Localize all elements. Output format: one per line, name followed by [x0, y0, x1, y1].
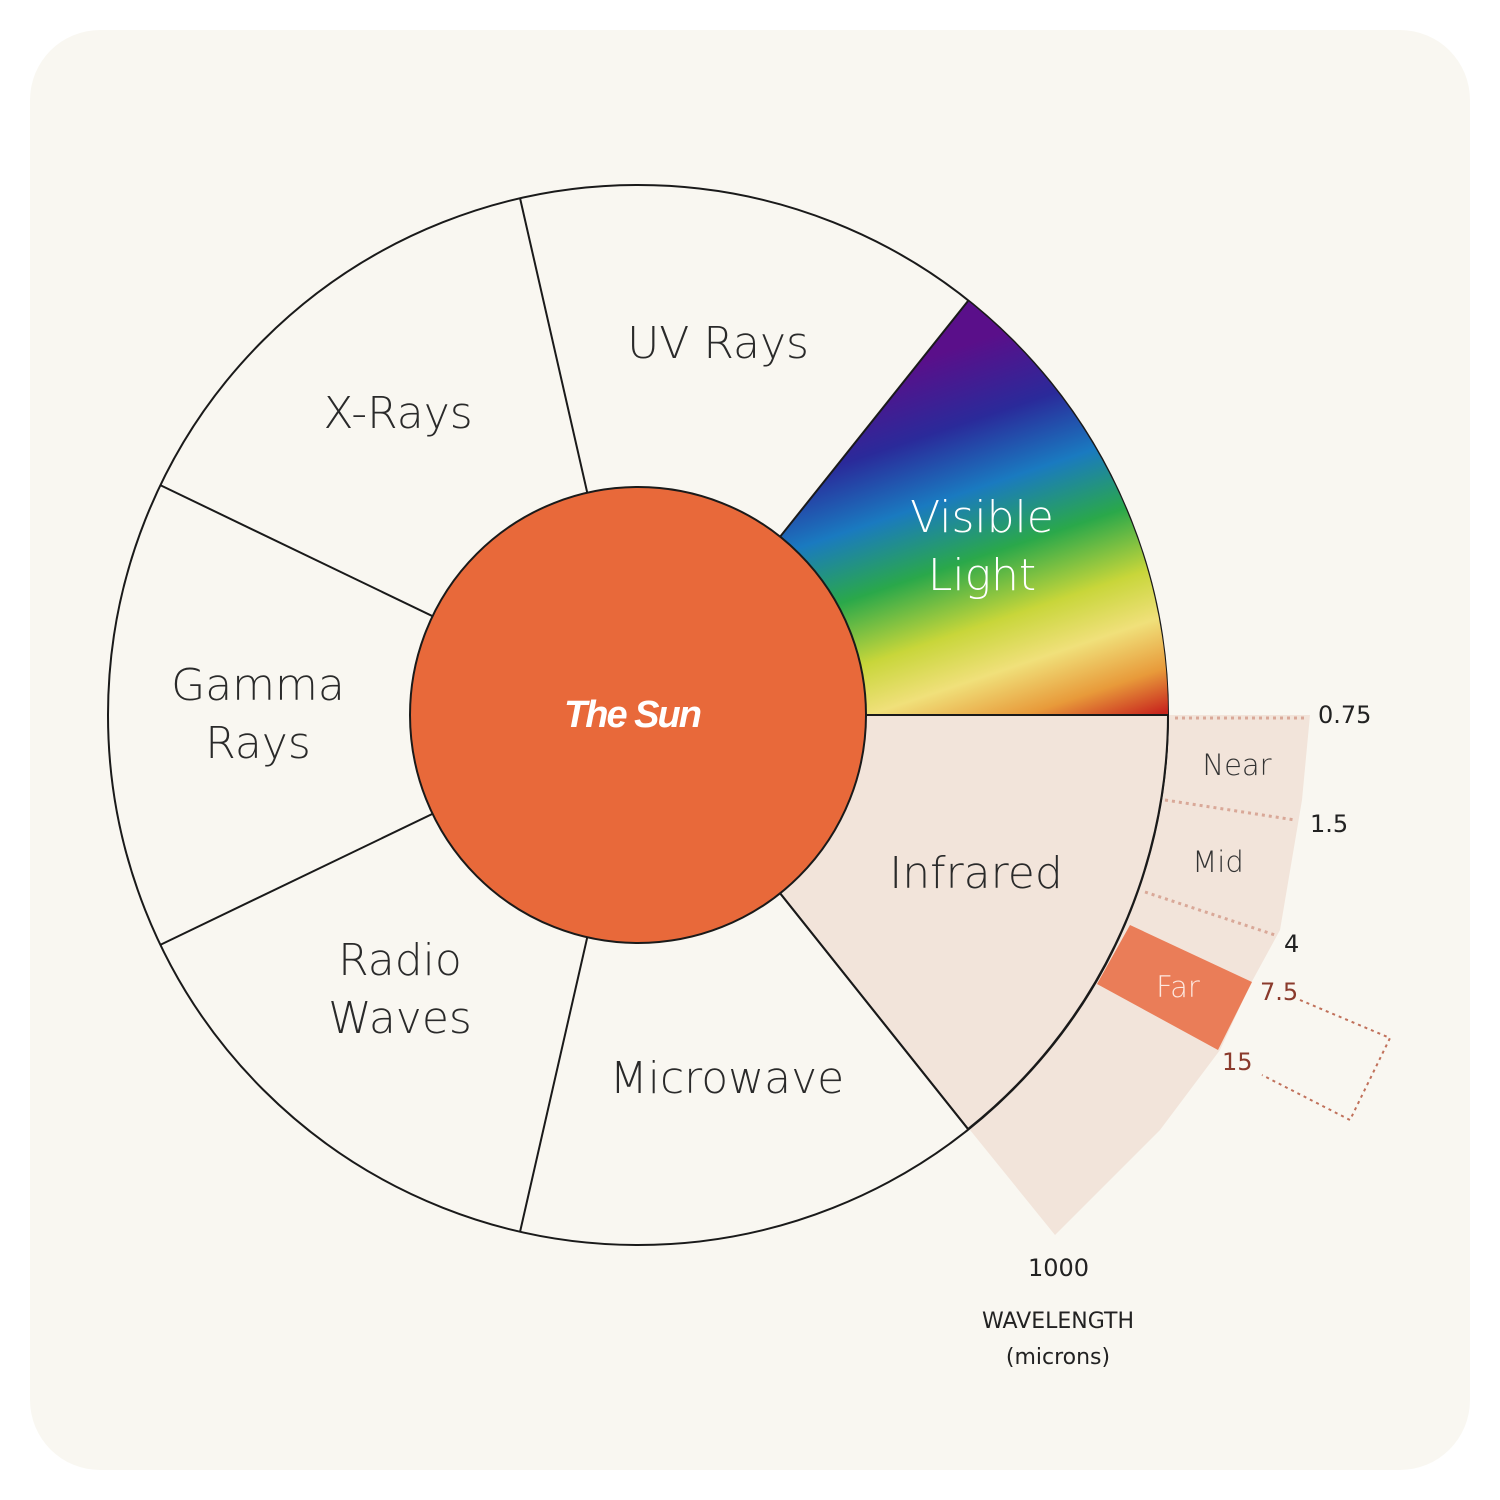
- tick-1000: 1000: [1028, 1254, 1089, 1282]
- label-infrared: Infrared: [889, 848, 1063, 899]
- far-band: [1097, 925, 1252, 1050]
- sun-label: The Sun: [564, 694, 701, 736]
- band-boundaries: [1144, 716, 1305, 937]
- tick-4: 4: [1284, 930, 1299, 958]
- label-uv-rays: UV Rays: [627, 318, 809, 369]
- sun-circle: [409, 486, 867, 944]
- band-near-label: Near: [1202, 748, 1271, 782]
- tick-1-5: 1.5: [1310, 810, 1348, 838]
- tick-7-5: 7.5: [1260, 978, 1298, 1006]
- band-mid-label: Mid: [1192, 845, 1244, 879]
- label-x-rays: X-Rays: [323, 388, 472, 439]
- axis-title: WAVELENGTH(microns): [982, 1309, 1134, 1370]
- tick-15: 15: [1222, 1048, 1253, 1076]
- far-bracket: [1261, 999, 1392, 1122]
- tick-0-75: 0.75: [1318, 701, 1371, 729]
- label-microwave: Microwave: [610, 1053, 844, 1104]
- band-far-label: Far: [1156, 970, 1200, 1004]
